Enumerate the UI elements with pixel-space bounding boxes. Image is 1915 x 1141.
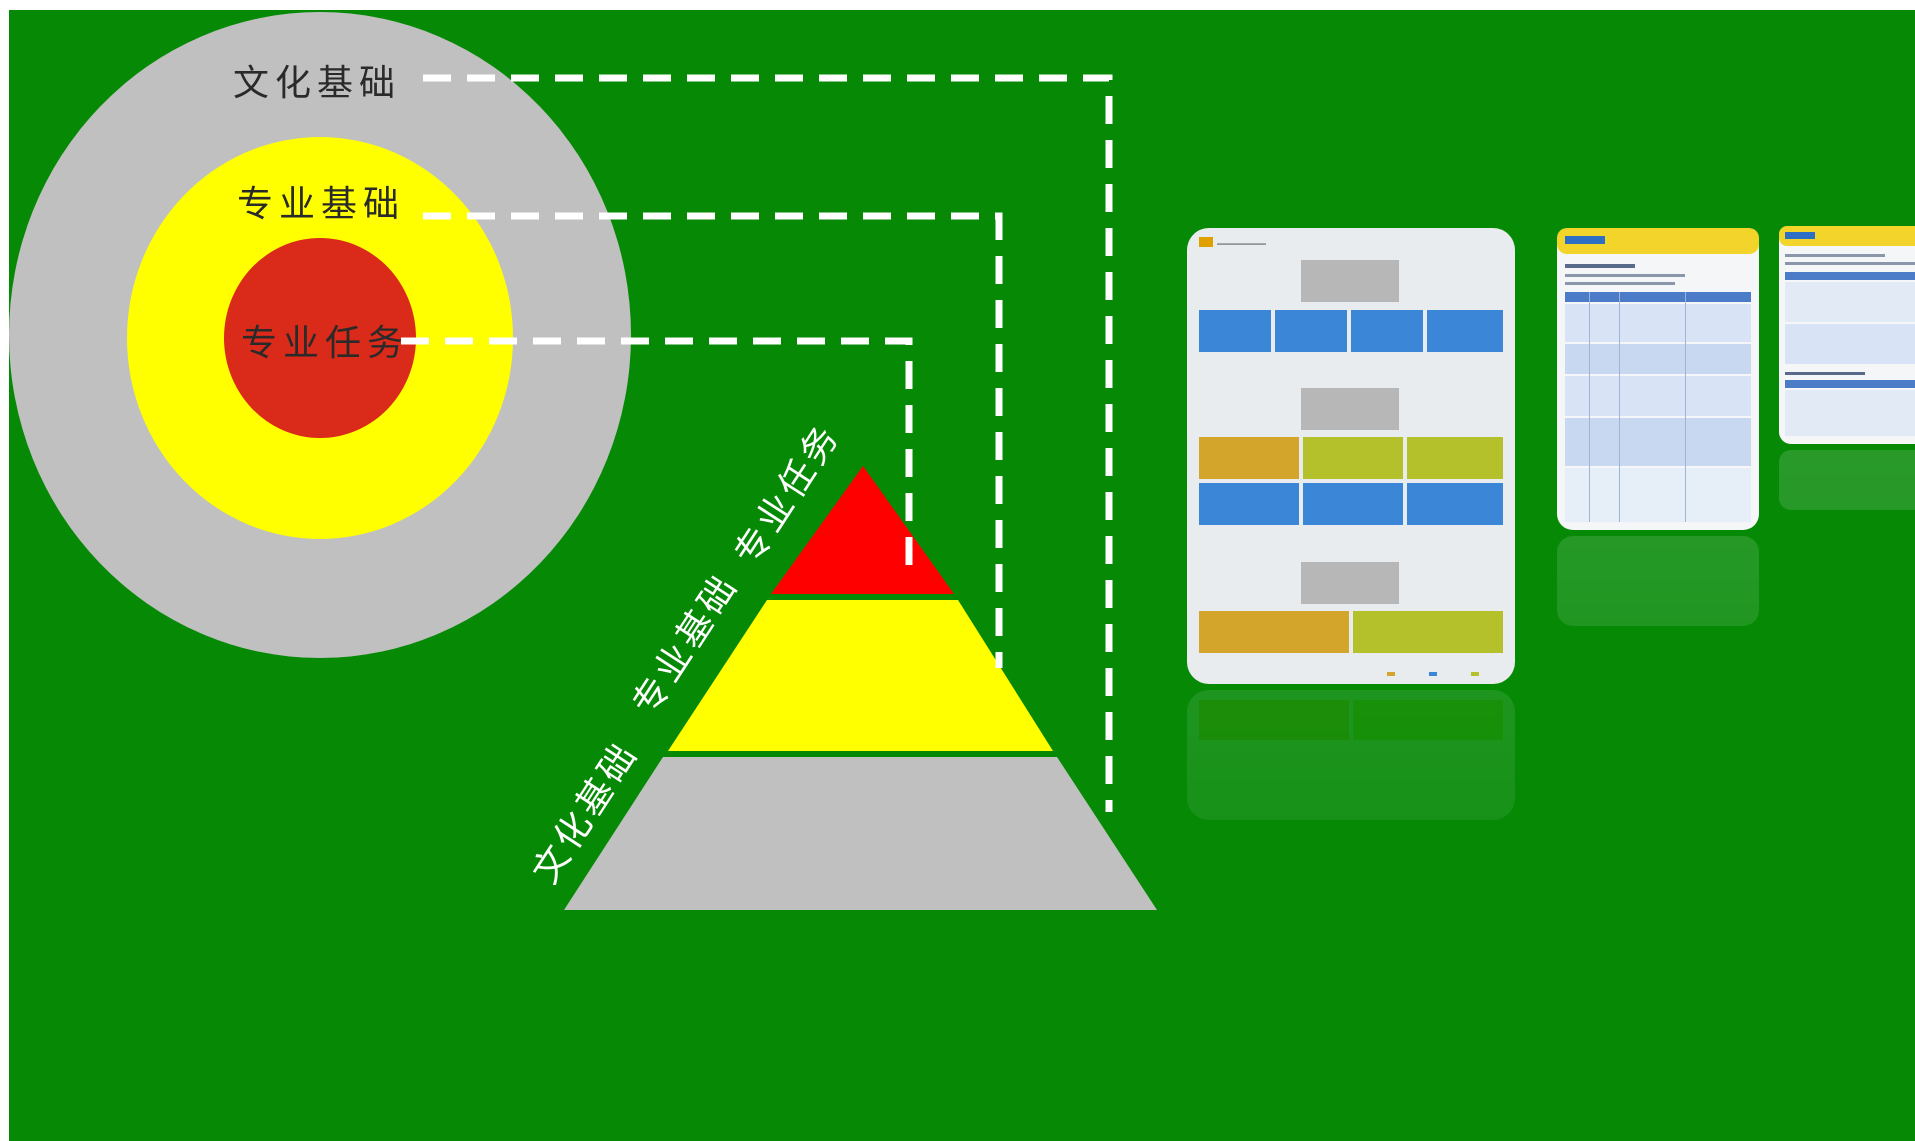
document-2-reflection bbox=[1557, 536, 1759, 626]
document-3 bbox=[1779, 226, 1915, 510]
document-2 bbox=[1557, 228, 1759, 626]
circle-label-inner: 专业任务 bbox=[241, 323, 409, 364]
pyramid-bottom-layer bbox=[564, 757, 1157, 910]
diagram-svg: 文化基础 专业基础 专业任务 专业任务 专业基础 文化基础 ――――――― bbox=[9, 10, 1915, 1141]
concentric-circles: 文化基础 专业基础 专业任务 bbox=[9, 12, 631, 658]
svg-text:―――――――: ――――――― bbox=[1217, 240, 1266, 248]
circle-label-outer: 文化基础 bbox=[233, 63, 401, 104]
document-3-reflection bbox=[1779, 450, 1915, 510]
document-1-reflection bbox=[1187, 690, 1515, 820]
diagram-canvas: 文化基础 专业基础 专业任务 专业任务 专业基础 文化基础 ――――――― bbox=[9, 10, 1915, 1141]
document-1: ――――――― bbox=[1187, 228, 1515, 820]
circle-label-middle: 专业基础 bbox=[237, 184, 405, 225]
